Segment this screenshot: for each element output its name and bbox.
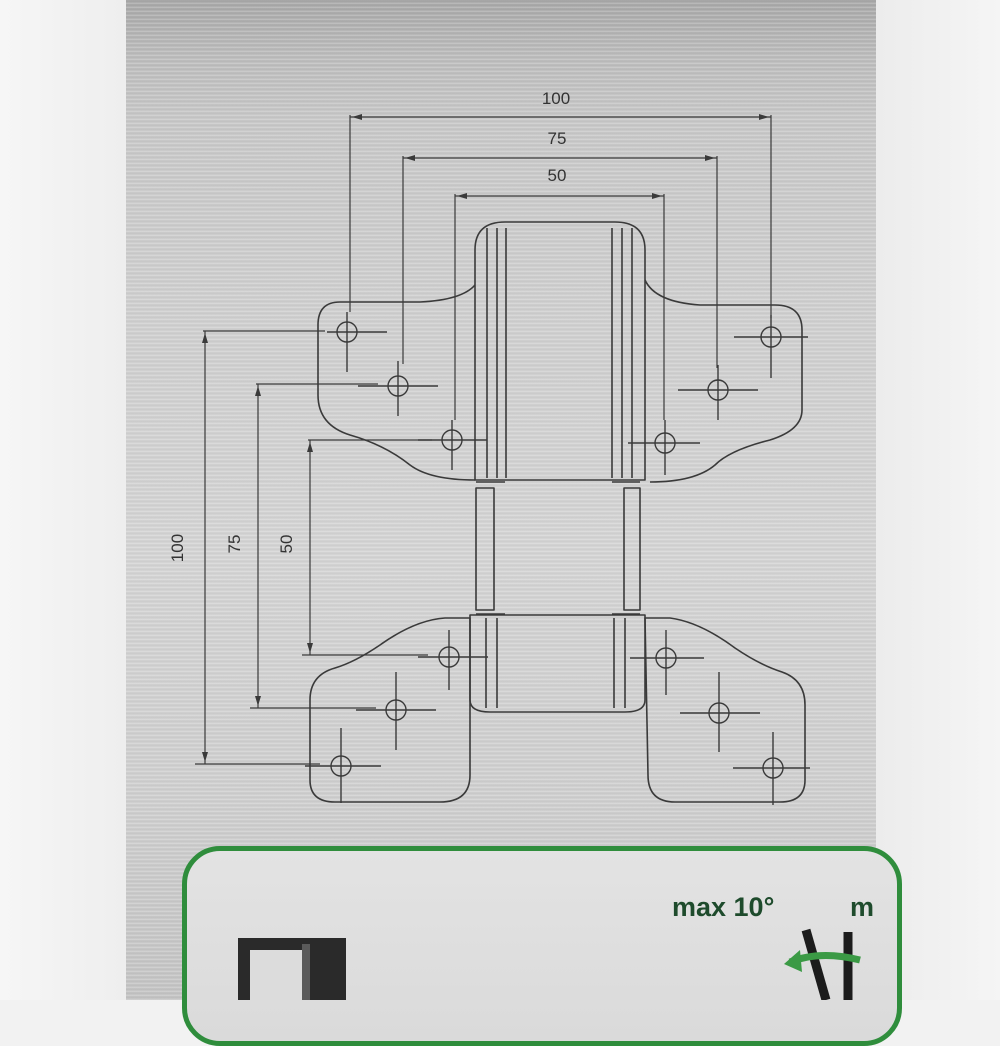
dim-label-v-100: 100 <box>168 534 187 562</box>
wing-bottom-right <box>644 617 806 803</box>
mount-hole <box>628 420 700 475</box>
vesa-bracket-diagram: 100 75 50 100 75 50 <box>168 89 810 805</box>
mount-hole <box>358 361 438 416</box>
wing-top-left <box>317 284 476 481</box>
connector-strip-left <box>475 487 495 611</box>
dim-label-v-75: 75 <box>225 535 244 554</box>
dimension-horizontal-100 <box>349 114 772 318</box>
monitor-icon <box>238 938 346 1000</box>
center-bar-top <box>474 221 646 481</box>
dimension-vertical-100 <box>195 330 325 765</box>
mount-hole <box>327 312 387 372</box>
tilt-label: max 10° <box>672 892 774 922</box>
mount-hole <box>680 672 760 752</box>
connector-strip-right <box>623 487 641 611</box>
mount-hole <box>356 672 436 750</box>
dim-label-v-50: 50 <box>277 535 296 554</box>
dim-label-h-50: 50 <box>548 166 567 185</box>
dimension-vertical-50 <box>302 439 432 656</box>
mount-hole <box>678 365 758 420</box>
dimension-horizontal-75 <box>402 155 718 368</box>
mount-hole <box>630 630 704 695</box>
dim-label-h-75: 75 <box>548 129 567 148</box>
left-margin <box>0 0 126 1000</box>
tilt-arrow-icon <box>784 928 861 1000</box>
right-margin <box>876 0 1000 1000</box>
dim-label-h-100: 100 <box>542 89 570 108</box>
mount-hole <box>305 728 381 803</box>
dimension-horizontal-50 <box>454 193 665 420</box>
tilt-label-partial: m <box>850 892 874 922</box>
box-panel <box>126 0 876 1000</box>
wing-bottom-left <box>309 617 471 803</box>
mount-hole <box>734 315 808 378</box>
wing-top-right <box>644 279 803 483</box>
mount-hole <box>418 630 488 690</box>
tilt-info-illustration: max 10° m <box>238 892 874 1000</box>
mount-hole <box>733 732 810 805</box>
center-bar-bottom <box>469 614 646 713</box>
dimension-vertical-75 <box>250 383 378 709</box>
